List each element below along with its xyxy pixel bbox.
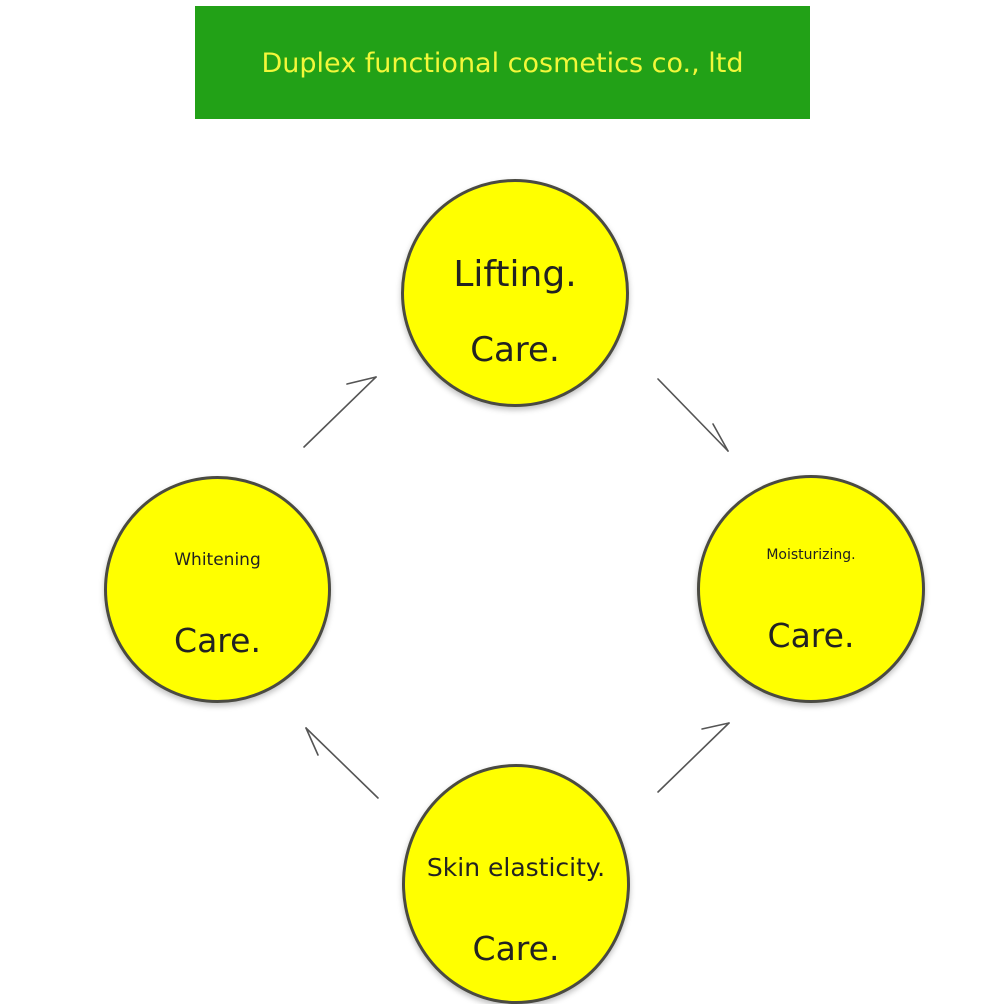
node-whitening-title: Whitening — [174, 550, 261, 570]
node-skin-elasticity-care: Skin elasticity. Care. — [402, 764, 630, 1004]
node-skin-elasticity-title: Skin elasticity. — [426, 853, 606, 882]
title-banner: Duplex functional cosmetics co., ltd — [195, 6, 810, 119]
node-lifting-title: Lifting. — [453, 254, 577, 295]
node-lifting-care: Lifting. Care. — [401, 179, 629, 407]
node-whitening-care: Whitening Care. — [104, 476, 331, 703]
arrow-top-to-right — [657, 378, 729, 452]
arrow-bottom-to-right — [657, 722, 730, 793]
node-moisturizing-care-label: Care. — [767, 616, 855, 655]
arrow-left-to-top — [303, 376, 377, 448]
node-moisturizing-care: Moisturizing. Care. — [697, 475, 925, 703]
arrow-bottom-to-left — [305, 727, 379, 799]
node-whitening-care-label: Care. — [174, 621, 261, 660]
node-skin-elasticity-care-label: Care. — [472, 929, 560, 968]
company-title: Duplex functional cosmetics co., ltd — [261, 48, 744, 79]
node-moisturizing-title: Moisturizing. — [766, 547, 856, 563]
node-lifting-care-label: Care. — [470, 330, 560, 370]
